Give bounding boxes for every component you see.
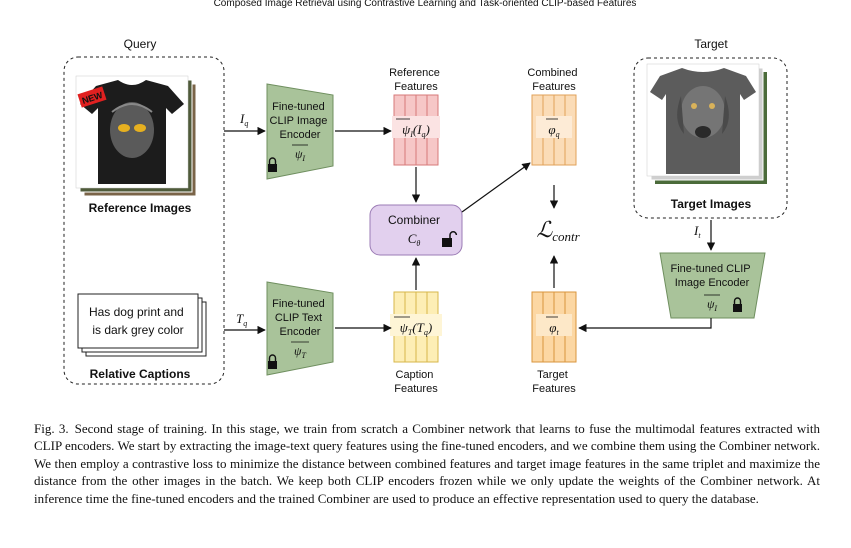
it-label: It — [693, 223, 701, 240]
clip-image-encoder-label: Fine-tuned CLIP Image Encoder — [270, 101, 331, 141]
reference-features-label: Reference Features — [389, 67, 443, 93]
target-features-label: Target Features — [532, 369, 576, 395]
clip-image-encoder — [266, 83, 334, 180]
figure-caption-text: Second stage of training. In this stage,… — [34, 421, 820, 506]
combiner-label: Combiner — [388, 213, 440, 227]
relative-captions-label: Relative Captions — [90, 367, 191, 381]
training-diagram: Composed Image Retrieval using Contrasti… — [63, 0, 788, 395]
combiner-block — [369, 204, 463, 256]
lock-icon — [268, 157, 277, 172]
combined-features-label: Combined Features — [527, 67, 580, 93]
caption-features-math: ψT(Tq) — [400, 320, 432, 337]
query-dashed-box — [63, 56, 225, 385]
caption-paper-stack — [77, 293, 207, 357]
relative-caption-text: Has dog print and is dark grey color — [89, 305, 187, 337]
caption-features-block — [390, 291, 442, 363]
contrastive-loss: ℒcontr — [536, 217, 580, 244]
iq-label: Iq — [239, 111, 248, 128]
reference-image-stack: NEW — [75, 75, 197, 197]
running-head: Composed Image Retrieval using Contrasti… — [214, 0, 637, 9]
combined-features-math: φq — [548, 122, 559, 139]
lock-icon — [733, 297, 742, 312]
reference-images-label: Reference Images — [89, 201, 192, 215]
figure-caption: Fig. 3.Second stage of training. In this… — [34, 420, 820, 507]
clip-target-image-encoder — [659, 252, 766, 319]
target-images-label: Target Images — [671, 197, 752, 211]
lock-icon — [268, 354, 277, 369]
flow-arrows — [224, 126, 716, 335]
unlock-icon — [442, 231, 458, 247]
reference-features-block — [392, 94, 440, 166]
figure-label: Fig. 3. — [34, 421, 69, 436]
clip-target-encoder-label: Fine-tuned CLIP Image Encoder — [671, 263, 754, 289]
target-features-block — [531, 291, 577, 363]
target-title: Target — [694, 37, 728, 51]
psi-i-symbol: ψI — [295, 147, 305, 163]
target-dashed-box — [633, 57, 788, 219]
reference-features-math: ψI(Iq) — [402, 122, 430, 139]
tq-label: Tq — [236, 311, 247, 328]
combined-features-block — [531, 94, 577, 166]
clip-text-encoder-label: Fine-tuned CLIP Text Encoder — [272, 298, 328, 338]
target-features-math: φt — [549, 320, 559, 337]
new-badge — [77, 86, 107, 108]
clip-text-encoder — [266, 281, 334, 376]
caption-features-label: Caption Features — [394, 369, 438, 395]
psi-i-target-symbol: ψI — [707, 297, 717, 313]
query-title: Query — [124, 37, 157, 51]
target-image-stack — [646, 63, 767, 184]
